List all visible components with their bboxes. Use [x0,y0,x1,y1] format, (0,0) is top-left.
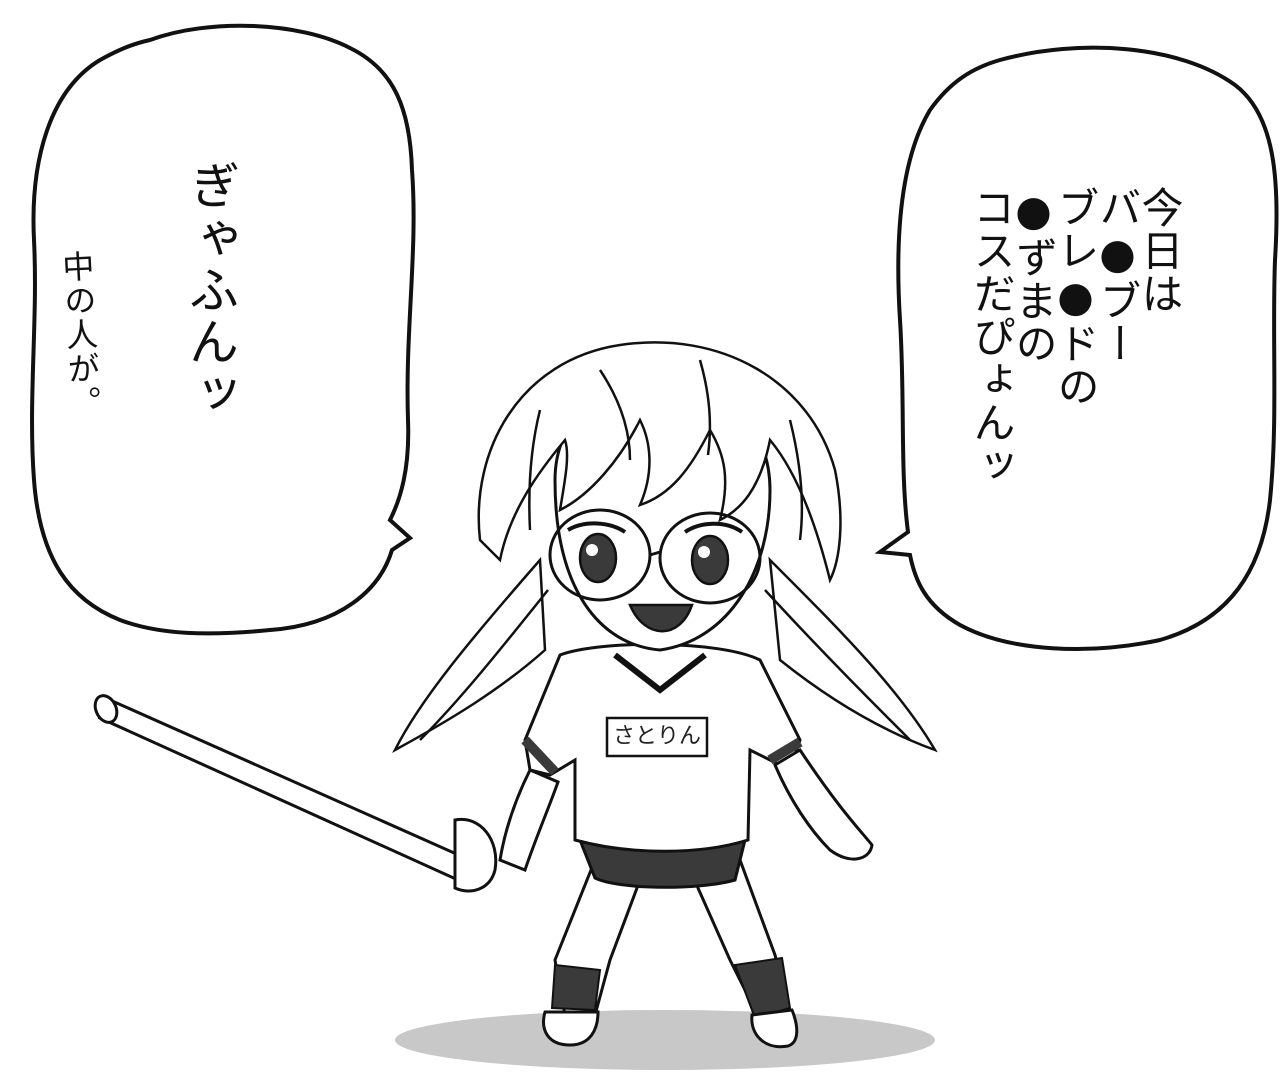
right-bubble-line-4: ●ずまの [1009,186,1058,365]
arms [498,747,874,872]
left-speech-bubble [30,23,416,636]
left-shoe [542,1010,600,1047]
hair-front [477,341,842,584]
shirt-collar [613,652,707,694]
sleeve-cuff-left [521,736,559,776]
left-sock [550,963,602,1012]
nametag-box [605,716,709,758]
left-bubble-exclamation: ぎゃふんッ [181,160,239,420]
glasses [548,508,762,605]
right-bubble-line-5: コスだぴょんッ [967,186,1016,487]
right-shoe [750,1008,799,1049]
sword [93,694,498,893]
right-bubble-line-1: 今日は [1135,186,1184,315]
right-bubble-line-2: バ●ブー [1093,186,1142,365]
left-bubble-handwritten-note: 中の人が。 [56,249,104,421]
eyes [566,521,744,586]
hair-back [392,556,938,754]
right-bubble-line-3: ブレ●ドの [1051,186,1100,408]
nametag-text: さとりん [612,724,701,749]
right-sock [733,956,792,1020]
sleeve-cuff-right [767,737,803,765]
right-speech-bubble [874,45,1279,651]
right-bubble-text: 今日は バ●ブー ブレ●ドの ●ずまの コスだぴょんッ [967,186,1184,487]
ground-shadow [395,1010,935,1070]
mouth [628,603,694,633]
